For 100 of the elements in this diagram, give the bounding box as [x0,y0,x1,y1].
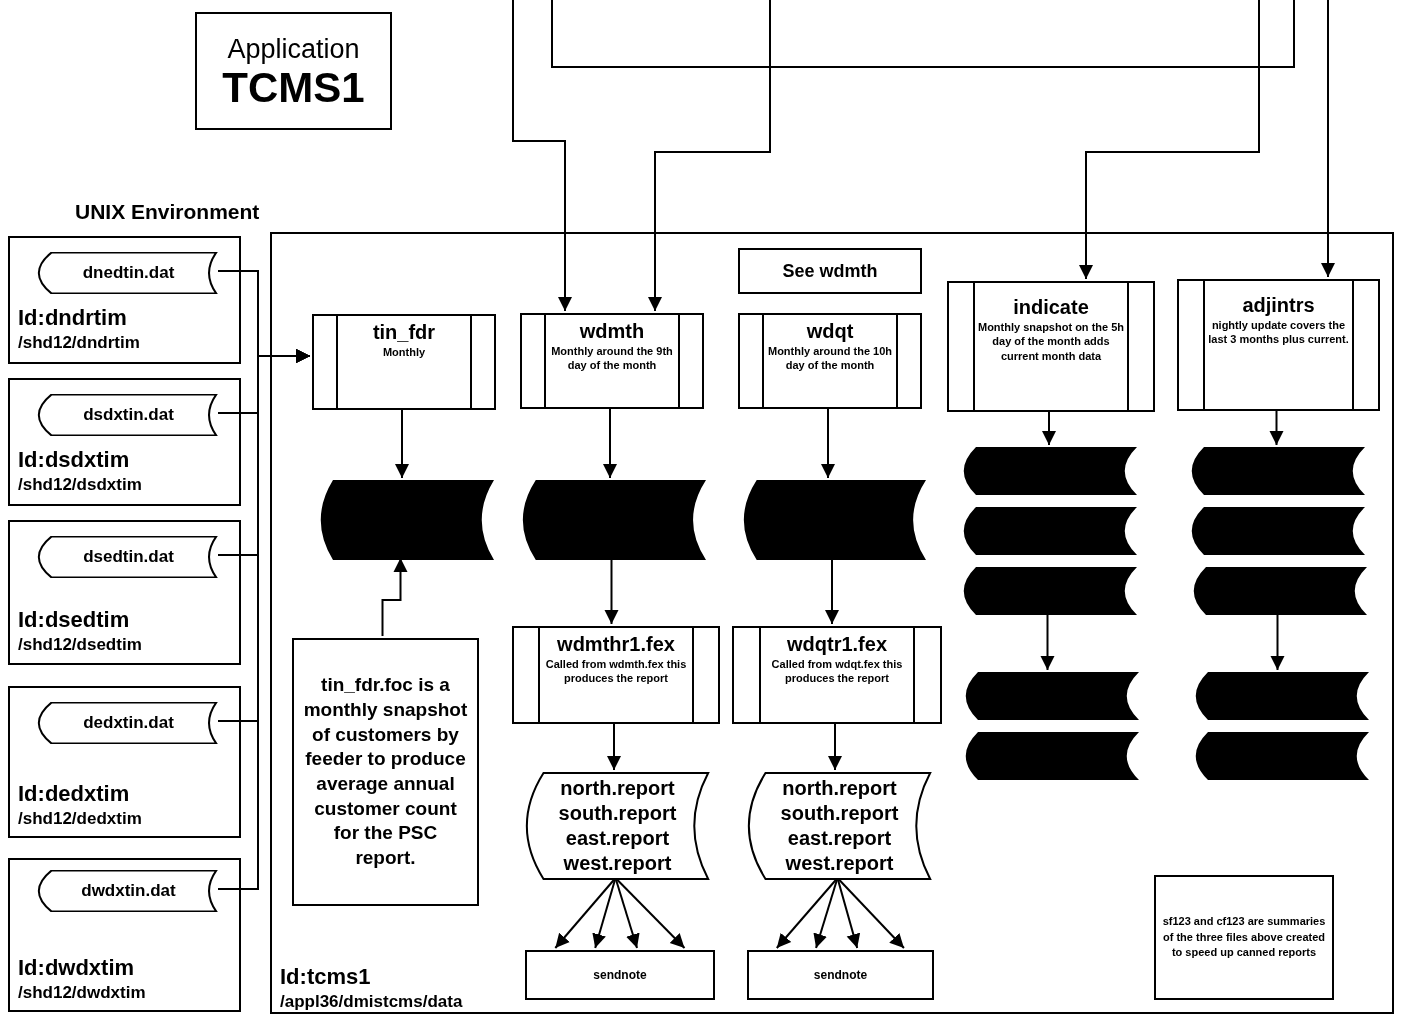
login-id: Id:dsdxtim [18,446,130,474]
arrow [554,877,617,949]
process-name: wdqt [806,319,854,344]
login-id: Id:dsedtim [18,606,130,634]
report-file-list: north.report south.report east.report west.report [547,776,688,876]
login-id: Id:dedxtim [18,780,130,808]
process-name: sendnote [813,967,868,984]
data-store-symbol [1194,732,1369,780]
data-store-symbol [962,567,1137,615]
process-description: nightly update covers the last 3 months plus current. [1207,318,1350,347]
data-store-symbol [1190,507,1365,555]
arrow [614,877,640,949]
data-store-symbol [964,672,1139,720]
process-name: indicate [1013,295,1089,320]
file-symbol [37,870,220,912]
arrow [836,877,861,949]
arrow [217,349,311,890]
process-name: wdqtr1.fex [787,632,887,657]
file-symbol [37,394,220,436]
environment-box [8,378,241,506]
note-box [738,248,922,294]
arrow [512,0,572,312]
box-title: Application [227,33,360,67]
data-store-symbol [742,480,926,560]
file-symbol [37,536,220,578]
process-name: sendnote [593,967,647,984]
directory-path: /shd12/dndrtim [18,331,140,353]
arrow [821,406,835,479]
process-name: tin_fdr [372,320,436,345]
report-file-list: north.report south.report east.report west.report [769,776,910,876]
process-name: adjintrs [1242,293,1315,318]
environment-box [8,520,241,665]
file-name: dnedtin.dat [82,262,175,285]
report-document-symbol [747,772,932,880]
process-description: Monthly snapshot on the 5h day of the month adds current month data [976,320,1126,363]
data-store-symbol [962,507,1137,555]
file-name: dwdxtin.dat [81,880,176,903]
process-description: Called from wdqt.fex this produces the report [770,657,904,686]
process-box [512,626,720,724]
note-box [292,638,479,906]
data-store-symbol [962,447,1137,495]
environment-frame [270,232,1394,1014]
arrow [813,877,839,949]
login-id: Id:dwdxtim [18,954,135,982]
directory-path: /shd12/dsdxtim [18,473,142,495]
login-id: Id:tcms1 [280,963,371,991]
application-name: TCMS1 [222,66,365,109]
environment-box [8,686,241,838]
process-name: wdmth [579,319,645,344]
arrow [603,406,617,479]
data-store-symbol [521,480,706,560]
note-text: tin_fdr.foc is a monthly snapshot of customers by feeder to produce average annual customer count for the PSC report. [302,673,469,871]
arrow [648,0,771,312]
arrow [607,721,621,771]
report-document-symbol [525,772,710,880]
data-store-symbol [319,480,494,560]
process-box [1177,279,1380,411]
file-symbol [37,252,220,294]
directory-path: /shd12/dsedtim [18,633,142,655]
arrow [1042,409,1056,446]
note-text: sf123 and cf123 are summaries of the three files above created to speed up canned reports [1161,913,1327,961]
arrow [1269,408,1284,446]
directory-path: /shd12/dedxtim [18,807,142,829]
arrow [592,877,617,949]
arrow [1321,0,1335,278]
title-box [195,12,392,130]
file-name: dsdxtin.dat [83,404,174,427]
login-id: Id:dndrtim [18,304,127,332]
file-name: dedxtin.dat [83,712,174,735]
arrow [395,407,409,479]
directory-path: /appl36/dmistcms/data [280,990,463,1012]
process-box [738,313,922,409]
note-text: See wdmth [782,259,878,283]
process-box [525,950,715,1000]
note-box [1154,875,1334,1000]
process-box [947,281,1155,412]
process-description: Monthly around the 10h day of the month [766,344,894,373]
environment-box [8,236,241,364]
section-label: UNIX Environment [75,199,260,225]
arrow [836,877,905,949]
process-box [732,626,942,724]
arrow [614,877,686,949]
arrow [1079,0,1260,280]
arrow [775,877,839,949]
data-store-symbol [1194,672,1369,720]
file-symbol [37,702,220,744]
data-store-symbol [1190,447,1365,495]
data-store-symbol [964,732,1139,780]
directory-path: /shd12/dwdxtim [18,981,146,1003]
arrow [828,721,842,771]
process-box [520,313,704,409]
environment-box [8,858,241,1012]
process-box [747,950,934,1000]
process-description: Called from wdmth.fex this produces the report [544,657,688,686]
data-store-symbol [1192,567,1367,615]
process-name: wdmthr1.fex [557,632,675,657]
process-description: Monthly [381,345,427,360]
process-box [312,314,496,410]
file-name: dsedtin.dat [83,546,174,569]
process-description: Monthly around the 9th day of the month [550,344,674,373]
